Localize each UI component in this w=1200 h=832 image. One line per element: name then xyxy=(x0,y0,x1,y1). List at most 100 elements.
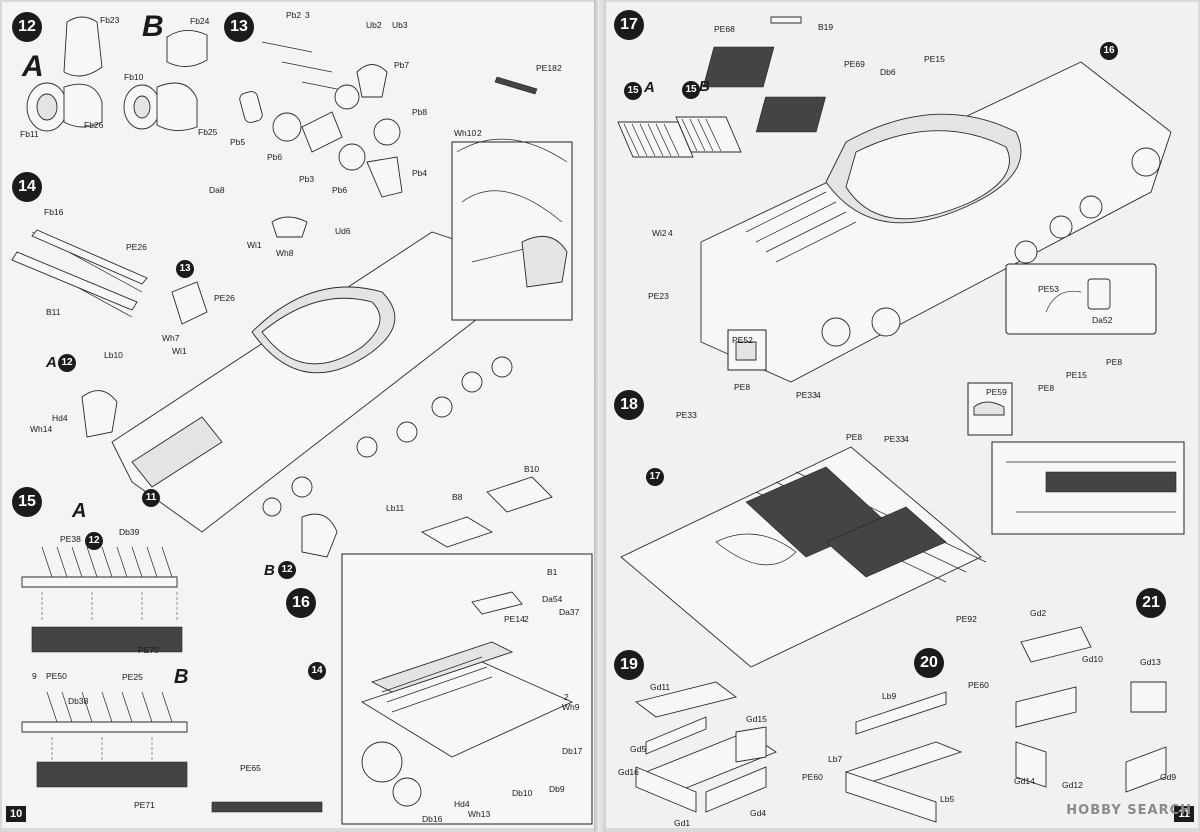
label-Lb7: Lb7 xyxy=(828,754,843,764)
ref-step-16: 16 xyxy=(1100,42,1118,60)
label-Gd16: Gd16 xyxy=(618,767,639,777)
step-13-badge: 13 xyxy=(224,12,254,42)
label-Gd13: Gd13 xyxy=(1140,657,1161,667)
label-Db9: Db9 xyxy=(549,784,565,794)
label-Fb26: Fb26 xyxy=(84,120,104,130)
step-12-badge: 12 xyxy=(12,12,42,42)
label-Db6: Db6 xyxy=(880,67,896,77)
label-Lb11: Lb11 xyxy=(386,503,405,513)
label-Wh14: Wh14 xyxy=(30,424,53,434)
label-Db39: Db39 xyxy=(119,527,140,537)
label-Wh7: Wh7 xyxy=(162,333,180,343)
watermark-logo: HOBBY SEARCH xyxy=(1066,803,1192,818)
step-18-badge: 18 xyxy=(614,390,644,420)
label-PE60-a: PE60 xyxy=(968,680,989,690)
label-Gd14: Gd14 xyxy=(1014,776,1035,786)
label-PE33-c-qty: 4 xyxy=(904,434,909,444)
step14-inset xyxy=(451,76,573,321)
label-Da8: Da8 xyxy=(209,185,225,195)
label-PE8-c: PE8 xyxy=(1038,383,1055,393)
step-16-badge: 16 xyxy=(286,588,316,618)
label-Gd2: Gd2 xyxy=(1030,608,1047,618)
label-Db38: Db38 xyxy=(68,696,89,706)
step16-hull-rear xyxy=(211,476,593,825)
label-PE25: PE25 xyxy=(122,672,143,682)
label-PE68: PE68 xyxy=(714,24,735,34)
label-Da54: Da54 xyxy=(542,594,563,604)
label-PE59: PE59 xyxy=(986,387,1007,397)
step18-hull-rear xyxy=(620,446,987,668)
step20-box xyxy=(844,691,963,823)
label-Gd5: Gd5 xyxy=(630,744,647,754)
variant-B-label: B xyxy=(142,10,164,43)
label-Fb24: Fb24 xyxy=(190,16,210,26)
step21-box xyxy=(1015,626,1167,793)
label-Pb2: Pb2 xyxy=(286,10,302,20)
label-Gd1: Gd1 xyxy=(674,818,691,828)
label-PE15-18: PE15 xyxy=(1066,370,1087,380)
label-Ud6: Ud6 xyxy=(335,226,351,236)
label-B19: B19 xyxy=(818,22,834,32)
label-PE38: PE38 xyxy=(60,534,81,544)
label-Wi1b: Wi1 xyxy=(172,346,187,356)
step-14-badge: 14 xyxy=(12,172,42,202)
label-PE8-d: PE8 xyxy=(1106,357,1123,367)
label-PE70: PE70 xyxy=(138,645,159,655)
label-Gd11: Gd11 xyxy=(650,682,671,692)
label-Pb3: Pb3 xyxy=(299,174,315,184)
label-Hd4-16: Hd4 xyxy=(454,799,470,809)
label-Fb11: Fb11 xyxy=(20,129,39,139)
label-Fb25: Fb25 xyxy=(198,127,218,137)
step15-B xyxy=(21,691,188,788)
ref-step-14: 14 xyxy=(308,662,326,680)
step-15-badge: 15 xyxy=(12,487,42,517)
ref-step-13: 13 xyxy=(176,260,194,278)
label-Lb10: Lb10 xyxy=(104,350,123,360)
label-PE50: PE50 xyxy=(46,671,67,681)
step17-hull xyxy=(700,61,1172,383)
label-Pb7: Pb7 xyxy=(394,60,410,70)
label-Gd9: Gd9 xyxy=(1160,772,1177,782)
label-PE33-a: PE33 xyxy=(676,410,697,420)
label-PE18: PE18 xyxy=(536,63,557,73)
step-17-badge: 17 xyxy=(614,10,644,40)
label-PE26b: PE26 xyxy=(214,293,235,303)
step-19-badge: 19 xyxy=(614,650,644,680)
label-PE8-b: PE8 xyxy=(846,432,863,442)
label-Db16: Db16 xyxy=(422,814,443,824)
page-number-right: 11 xyxy=(1174,806,1194,822)
label-Pb6b: Pb6 xyxy=(332,185,348,195)
variant-A-label: A xyxy=(22,50,44,83)
ref-step-15a: 15 xyxy=(624,82,642,100)
step17-grilles xyxy=(617,16,826,158)
label-B8: B8 xyxy=(452,492,463,502)
step-21-badge: 21 xyxy=(1136,588,1166,618)
label-B1: B1 xyxy=(547,567,558,577)
step18-inset xyxy=(967,382,1185,535)
book-gutter xyxy=(594,0,606,832)
label-PE50-qty: 9 xyxy=(32,671,37,681)
label-Wh9-qty: 2 xyxy=(564,692,569,702)
label-PE14: PE14 xyxy=(504,614,525,624)
ref-step-11: 11 xyxy=(142,489,160,507)
variant-A-label-15: A xyxy=(72,500,87,522)
label-Gd10: Gd10 xyxy=(1082,654,1103,664)
label-Fb16: Fb16 xyxy=(44,207,64,217)
label-PE92: PE92 xyxy=(956,614,977,624)
label-PE71: PE71 xyxy=(134,800,155,810)
label-Fb10: Fb10 xyxy=(124,72,144,82)
step12-part-A xyxy=(26,16,103,132)
label-Pb6: Pb6 xyxy=(267,152,283,162)
variant-A-17: A xyxy=(644,79,655,96)
label-PE52: PE52 xyxy=(732,335,753,345)
variant-B-17: B xyxy=(699,78,710,95)
left-page: 12 A B 13 14 15 A B 16 13 A 12 11 B 12 1… xyxy=(2,2,594,828)
label-PE18-qty: 2 xyxy=(557,63,562,73)
label-PE23: PE23 xyxy=(648,291,669,301)
label-PE69: PE69 xyxy=(844,59,865,69)
ref-A: A xyxy=(46,354,57,371)
ref-B: B xyxy=(264,562,275,579)
label-Hd4: Hd4 xyxy=(52,413,68,423)
label-Lb5: Lb5 xyxy=(940,794,955,804)
label-PE33-c: PE33 xyxy=(884,434,905,444)
